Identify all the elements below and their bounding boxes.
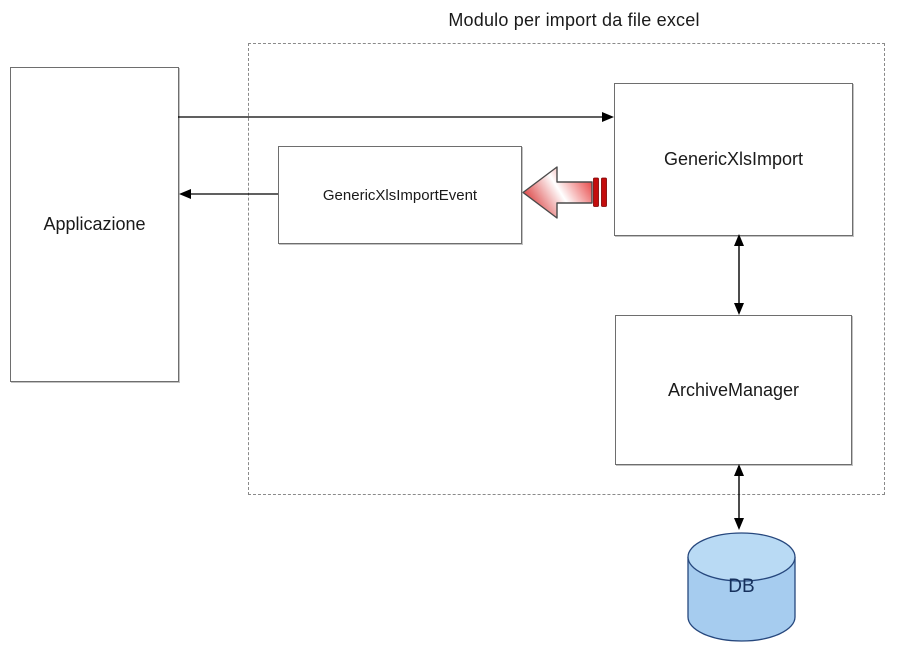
node-archive-manager-label: ArchiveManager (667, 379, 800, 400)
node-applicazione-label: Applicazione (43, 214, 146, 234)
diagram-title: Modulo per import da file excel (448, 10, 700, 30)
db-cylinder-top (687, 532, 796, 582)
node-applicazione: Applicazione (10, 67, 179, 382)
node-archive-manager: ArchiveManager (615, 315, 852, 465)
node-db-label: DB (728, 576, 755, 597)
node-generic-xls-import: GenericXlsImport (614, 83, 853, 236)
node-generic-xls-import-event-label: GenericXlsImportEvent (322, 186, 478, 204)
edge-event-to-app-arrowhead (179, 189, 191, 199)
db-cylinder-body (687, 557, 796, 642)
node-generic-xls-import-event: GenericXlsImportEvent (278, 146, 522, 244)
module-boundary-dashed-box (248, 43, 885, 495)
edge-archive-db-arrowhead-down (734, 518, 744, 530)
node-generic-xls-import-label: GenericXlsImport (663, 149, 804, 169)
